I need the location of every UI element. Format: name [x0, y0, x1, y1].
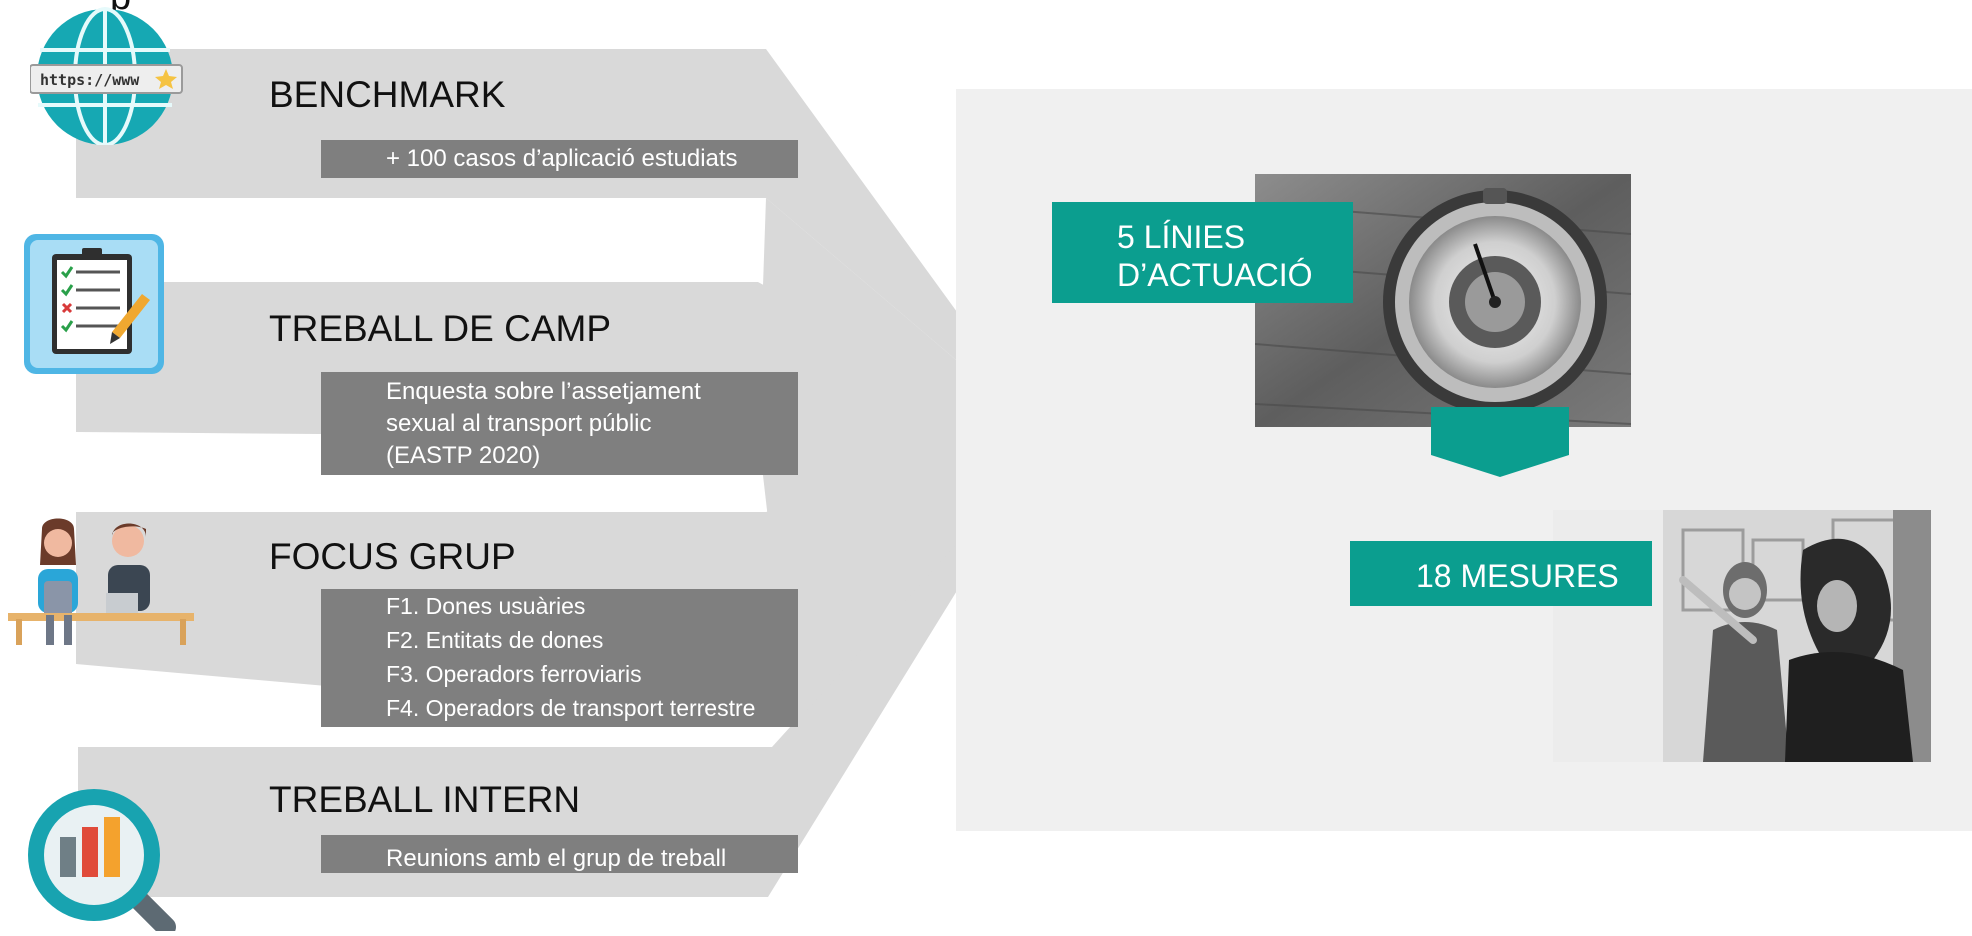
detail-line: sexual al transport públic	[386, 410, 652, 437]
band-treball-intern	[78, 440, 1050, 897]
lines-of-action-label: 5 LÍNIES D’ACTUACIÓ	[1052, 202, 1353, 303]
people-icon	[8, 515, 194, 650]
detail-line: F3. Operadors ferroviaris	[386, 661, 642, 687]
globe-badge-text: https://www	[40, 71, 140, 89]
detail-line: F2. Entitats de dones	[386, 627, 604, 653]
section-heading-benchmark: BENCHMARK	[269, 74, 506, 115]
funnel-core	[758, 198, 1050, 727]
detail-line: F1. Dones usuàries	[386, 593, 586, 619]
measures-label: 18 MESURES	[1350, 541, 1652, 606]
detail-line: Reunions amb el grup de treball	[386, 845, 727, 872]
detail-box-benchmark: + 100 casos d’aplicació estudiats	[321, 140, 798, 178]
label-line: 5 LÍNIES	[1117, 219, 1246, 255]
detail-box-focus-grup: F1. Dones usuàries F2. Entitats de dones…	[321, 589, 798, 727]
detail-box-treball-intern: Reunions amb el grup de treball	[321, 835, 798, 873]
section-heading-treball-intern: TREBALL INTERN	[269, 779, 581, 820]
detail-box-treball-de-camp: Enquesta sobre l’assetjament sexual al t…	[321, 372, 798, 475]
chevron-down-icon	[1431, 407, 1569, 477]
globe-icon: https://www	[29, 5, 190, 147]
band-benchmark	[76, 49, 1050, 440]
section-heading-treball-de-camp: TREBALL DE CAMP	[269, 308, 611, 349]
barometer-photo	[1255, 174, 1631, 427]
label-line: D’ACTUACIÓ	[1117, 257, 1313, 293]
detail-line: F4. Operadors de transport terrestre	[386, 695, 756, 721]
clipboard-icon	[24, 234, 164, 374]
label-line: 18 MESURES	[1416, 558, 1619, 594]
section-heading-focus-grup: FOCUS GRUP	[269, 536, 516, 577]
whiteboard-photo	[1553, 510, 1931, 762]
detail-line: Enquesta sobre l’assetjament	[386, 378, 701, 405]
magnifier-chart-icon	[26, 787, 176, 936]
detail-line: (EASTP 2020)	[386, 442, 541, 469]
detail-line: + 100 casos d’aplicació estudiats	[386, 145, 738, 172]
